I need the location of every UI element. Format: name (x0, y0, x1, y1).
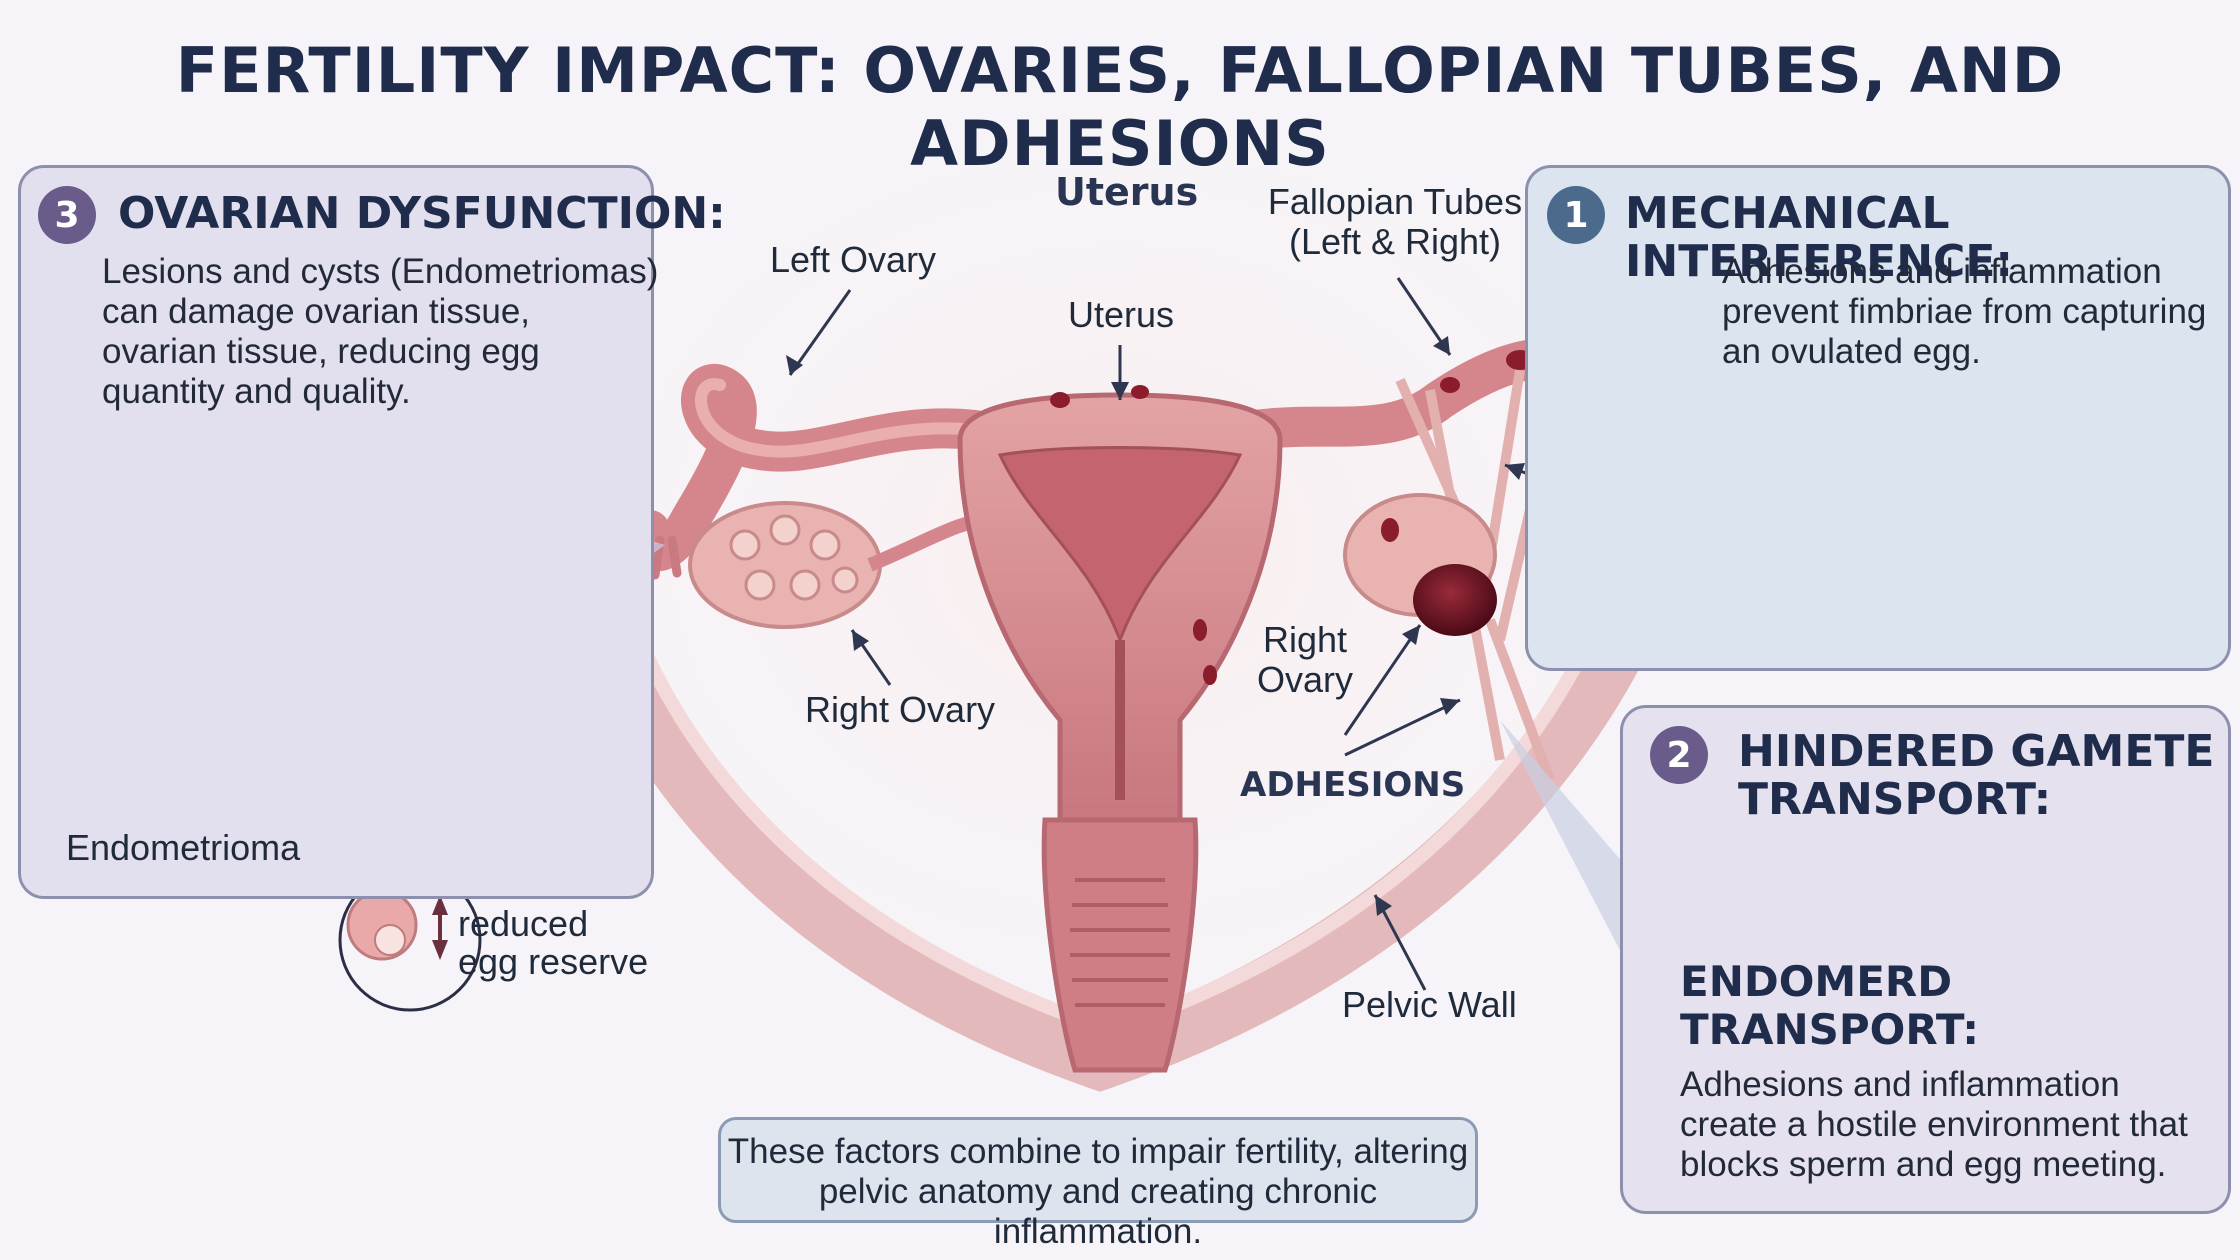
gamete-heading-line: TRANSPORT: (1738, 774, 2052, 825)
fallopian-label-line: Fallopian Tubes (1267, 181, 1523, 222)
summary-box: These factors combine to impair fertilit… (718, 1117, 1478, 1251)
mechanical-text-line: an ovulated egg. (1722, 332, 1981, 371)
arrow-adhesion-1 (1343, 624, 1422, 736)
arrow-adhesion-2 (1344, 698, 1461, 757)
mechanical-text-line: Adhesions and inflammation (1722, 252, 2162, 291)
page-title: FERTILITY IMPACT: OVARIES, FALLOPIAN TUB… (175, 34, 2065, 180)
fallopian-label-line: (Left & Right) (1288, 221, 1502, 262)
gamete-text-line: create a hostile environment that (1680, 1105, 2188, 1144)
step-1-badge: 1 (1547, 186, 1605, 244)
mechanical-text: Adhesions and inflammation prevent fimbr… (1722, 252, 2206, 372)
gamete-subheading-line: TRANSPORT: (1680, 1005, 1979, 1054)
step-2-badge: 2 (1650, 726, 1708, 784)
uterus-top-label: Uterus (1055, 170, 1199, 214)
uterus-label: Uterus (1068, 294, 1175, 335)
gamete-text-line: blocks sperm and egg meeting. (1680, 1145, 2167, 1184)
ovarian-text-line: Lesions and cysts (Endometriomas) (102, 252, 659, 291)
gamete-text-line: Adhesions and inflammation (1680, 1065, 2120, 1104)
mechanical-text-line: prevent fimbriae from capturing (1722, 292, 2207, 331)
endometrioma-label: Endometrioma (66, 827, 301, 868)
right-ovary-label-line: Right (1262, 619, 1348, 660)
arrow-left-ovary (788, 289, 852, 376)
uterus (957, 385, 1283, 1073)
right-ovary-label: Right Ovary (1255, 620, 1355, 700)
reserve-label-line: egg reserve (458, 941, 649, 982)
mechanical-interference-panel (1525, 165, 2231, 671)
ovarian-dysfunction-panel (18, 165, 654, 899)
fallopian-tubes-label: Fallopian Tubes (Left & Right) (1245, 182, 1545, 262)
ovarian-text-line: ovarian tissue, reducing egg (102, 332, 540, 371)
reserve-label-line: reduced (458, 903, 589, 944)
pelvic-wall-label: Pelvic Wall (1342, 984, 1517, 1025)
left-ovary-label: Left Ovary (770, 239, 937, 280)
ovarian-heading: OVARIAN DYSFUNCTION: (118, 188, 726, 239)
summary-line: pelvic anatomy and creating chronic infl… (818, 1172, 1378, 1251)
gamete-transport-panel (1620, 705, 2231, 1214)
summary-line: These factors combine to impair fertilit… (727, 1132, 1469, 1171)
mechanical-heading: MECHANICAL INTERFERENCE: (1625, 188, 2013, 287)
adhesions-label: ADHESIONS (1240, 765, 1466, 805)
gamete-heading: HINDERED GAMETE TRANSPORT: (1738, 728, 2214, 824)
gamete-callout-wedge (1500, 720, 1625, 960)
right-ovary-adhesions (1343, 350, 1580, 782)
right-ovary-label-line: Ovary (1256, 659, 1353, 700)
gamete-subheading: ENDOMERD TRANSPORT: (1680, 958, 1979, 1054)
ovarian-text-line: can damage ovarian tissue, (102, 292, 531, 331)
gamete-heading-line: HINDERED GAMETE (1738, 726, 2215, 777)
gamete-text: Adhesions and inflammation create a host… (1680, 1065, 2188, 1185)
reserve-label: reduced egg reserve (458, 905, 648, 981)
gamete-subheading-line: ENDOMERD (1680, 957, 1953, 1006)
ovarian-text: Lesions and cysts (Endometriomas) can da… (102, 252, 658, 412)
step-3-badge: 3 (38, 186, 96, 244)
ovarian-text-line: quantity and quality. (102, 372, 411, 411)
right-ovary-left-label: Right Ovary (805, 689, 996, 730)
